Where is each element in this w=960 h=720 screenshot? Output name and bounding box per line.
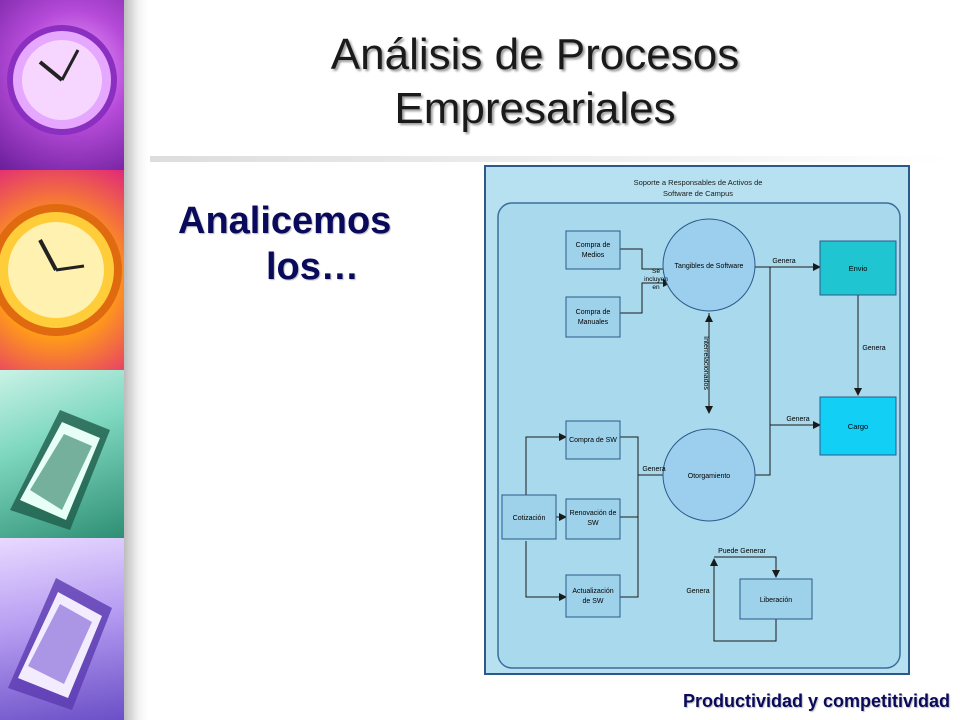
book-icon xyxy=(8,578,112,710)
orange-clock-image xyxy=(0,170,124,370)
edge-label-genera-to-cargo: Genera xyxy=(786,416,809,423)
node-label: Cargo xyxy=(848,422,868,431)
edge-label-incluyen: incluyen xyxy=(644,276,668,283)
process-diagram: Soporte a Responsables de Activos de Sof… xyxy=(484,165,910,675)
node-label: Renovación de xyxy=(570,510,617,517)
slide-title: Análisis de Procesos Empresariales xyxy=(150,28,920,136)
green-book-image xyxy=(0,370,124,538)
node-actualizacion-sw: Actualización de SW xyxy=(565,574,621,618)
title-divider xyxy=(150,156,950,162)
connector-otorg-liberacion xyxy=(714,556,780,578)
node-liberacion: Liberación xyxy=(739,578,813,620)
node-label: Actualización xyxy=(572,588,613,595)
slide-subtitle: Analicemos los… xyxy=(178,198,448,290)
strip-shadow xyxy=(124,0,148,720)
node-label: Tangibles de Software xyxy=(675,263,744,270)
edge-label-puede-generar: Puede Generar xyxy=(718,548,767,555)
node-compra-medios: Compra de Medios xyxy=(565,230,621,270)
decorative-image-strip xyxy=(0,0,124,720)
connector-medios-tangibles xyxy=(620,248,671,273)
node-label: Manuales xyxy=(578,319,609,326)
node-label: Compra de SW xyxy=(569,437,617,444)
edge-label-genera-envio: Genera xyxy=(772,258,795,265)
edge-label-genera-liberacion: Genera xyxy=(686,588,709,595)
node-label: Compra de xyxy=(576,309,611,316)
edge-label-interrelacionados: Interrelacionados xyxy=(702,336,709,390)
connector-cotizacion-compra xyxy=(525,433,567,495)
node-label: Medios xyxy=(582,252,605,259)
slide-title-line1: Análisis de Procesos xyxy=(330,30,740,79)
node-label: de SW xyxy=(582,598,603,605)
edge-label-genera-otorgamiento: Genera xyxy=(642,466,665,473)
node-label: Liberación xyxy=(760,597,792,604)
node-label: Compra de xyxy=(576,242,611,249)
node-renovacion-sw: Renovación de SW xyxy=(565,498,621,540)
node-label: Envio xyxy=(849,264,868,273)
clock-icon xyxy=(0,204,122,336)
slide-title-line2: Empresariales xyxy=(394,84,676,133)
connector-cotizacion-actualizacion xyxy=(525,541,567,601)
node-label: Cotización xyxy=(513,515,546,522)
connector-manuales-tangibles xyxy=(620,279,671,314)
node-compra-sw: Compra de SW xyxy=(565,420,621,460)
node-label: SW xyxy=(587,520,599,527)
connector-otorg-trunk xyxy=(750,425,771,476)
book-icon xyxy=(10,410,110,530)
slide-footer: Productividad y competitividad xyxy=(682,691,950,711)
edge-label-genera-cargo: Genera xyxy=(862,345,885,352)
diagram-header-line1: Soporte a Responsables de Activos de xyxy=(634,178,763,187)
node-cargo: Cargo xyxy=(819,396,897,456)
edge-label-en: en xyxy=(652,284,660,291)
node-cotizacion: Cotización xyxy=(501,494,557,540)
node-envio: Envio xyxy=(819,240,897,296)
purple-book-image xyxy=(0,538,124,720)
edge-label-se: Se xyxy=(652,268,660,275)
purple-clock-image xyxy=(0,0,124,170)
node-tangibles-software: Tangibles de Software xyxy=(662,218,756,312)
node-compra-manuales: Compra de Manuales xyxy=(565,296,621,338)
node-label: Otorgamiento xyxy=(688,473,731,480)
subtitle-line1: Analicemos xyxy=(178,200,392,242)
connector-liberacion-otorg xyxy=(710,558,777,642)
node-otorgamiento: Otorgamiento xyxy=(662,428,756,522)
clock-icon xyxy=(7,25,117,135)
diagram-header-line2: Software de Campus xyxy=(663,189,733,198)
subtitle-line2: los… xyxy=(266,246,359,288)
